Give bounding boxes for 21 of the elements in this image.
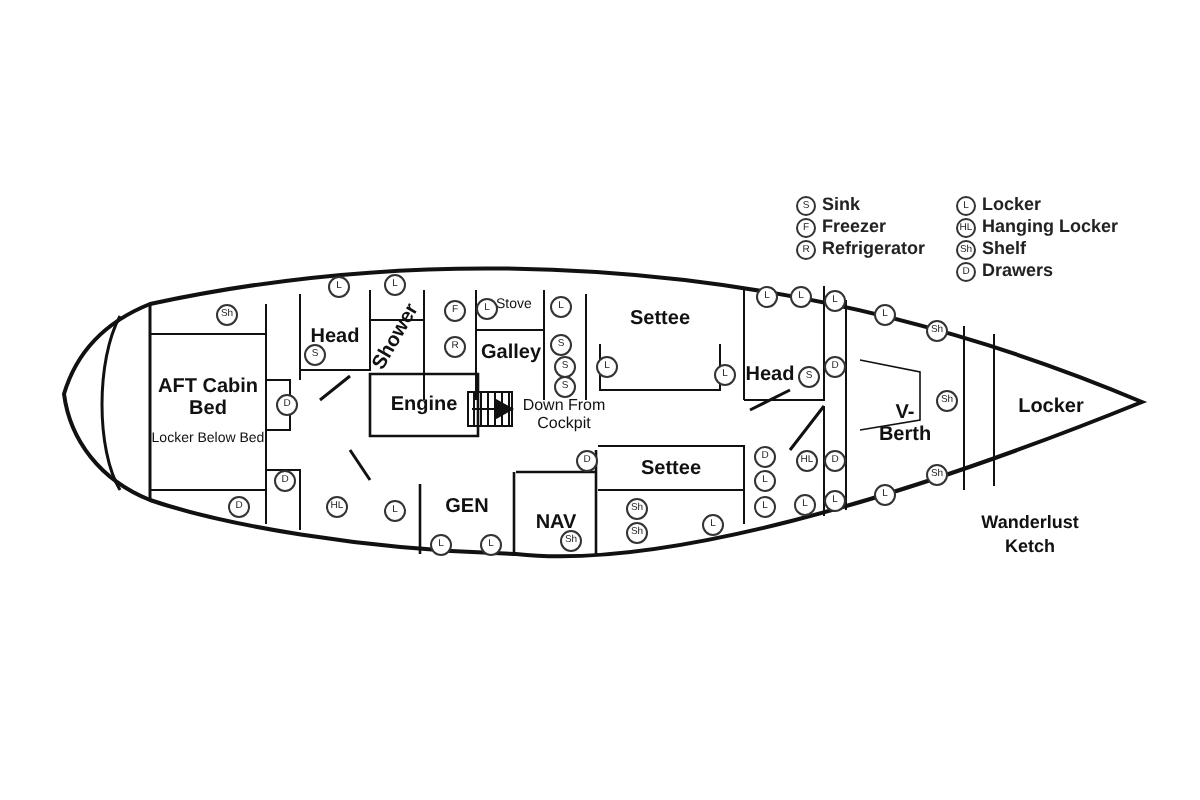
legend-label: Drawers — [982, 260, 1054, 280]
room-label: NAV — [535, 511, 577, 533]
room-label: Head — [745, 364, 795, 386]
room-label: AFT Cabin Bed — [156, 376, 260, 420]
room-label: Engine — [390, 394, 458, 416]
room-label: V-Berth — [876, 402, 934, 446]
legend-label: Sink — [822, 194, 861, 214]
legend-label: Locker — [982, 194, 1042, 214]
legend-label: Refrigerator — [822, 238, 926, 258]
legend-label: Shelf — [982, 238, 1027, 258]
boat-name: Wanderlust — [979, 512, 1081, 532]
room-label: Head — [310, 326, 360, 348]
room-label: GEN — [445, 495, 489, 517]
room-label: Settee — [629, 307, 690, 329]
boat-type: Ketch — [1002, 536, 1057, 556]
room-label: Galley — [480, 341, 542, 363]
stairs-note: Down From Cockpit — [520, 396, 608, 432]
room-label: Locker — [1018, 395, 1084, 417]
room-label: Settee — [640, 458, 701, 480]
legend-label: Freezer — [822, 216, 887, 236]
legend-label: Hanging Locker — [982, 216, 1119, 236]
